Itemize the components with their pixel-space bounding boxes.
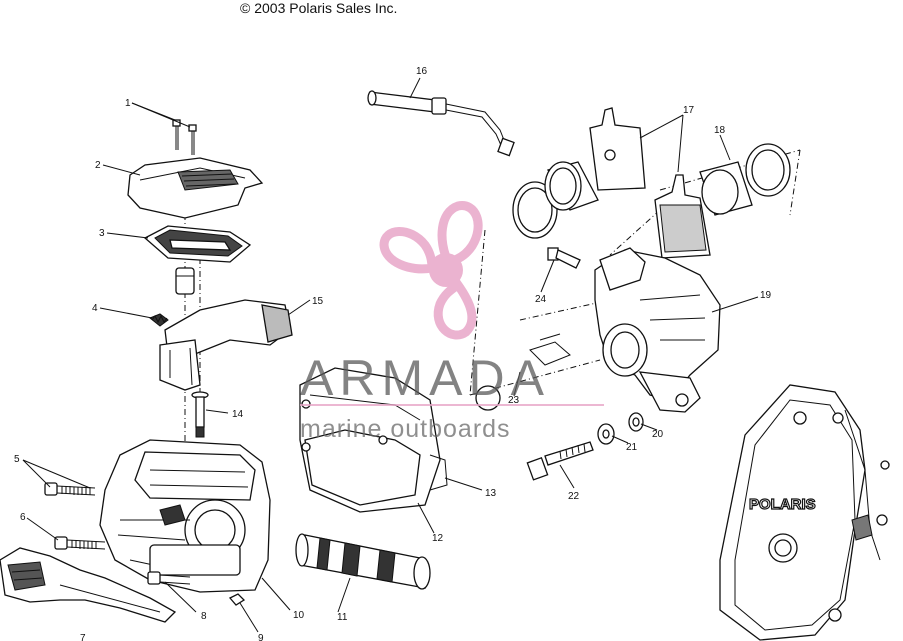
callout-10: 10 (293, 610, 305, 621)
part-24-bleeder (547, 247, 581, 269)
part-11-piston (295, 533, 431, 590)
callout-22: 22 (568, 491, 580, 502)
part-15-lever-bracket (159, 299, 293, 391)
part-19-caliper (475, 247, 721, 413)
part-4-spring (149, 313, 169, 327)
callout-2: 2 (95, 160, 101, 171)
part-17-brake-pads (589, 107, 711, 259)
part-22-bolt (526, 441, 594, 481)
part-7-brake-lever (0, 547, 177, 623)
callout-24: 24 (535, 294, 547, 305)
callout-4: 4 (92, 303, 98, 314)
callout-1: 1 (125, 98, 131, 109)
callout-13: 13 (485, 488, 497, 499)
leader-lines (22, 77, 759, 633)
watermark-brand: ARMADA (300, 350, 550, 406)
callout-15: 15 (312, 296, 324, 307)
part-9-nut (228, 593, 246, 606)
callout-17: 17 (683, 105, 695, 116)
callout-21: 21 (626, 442, 638, 453)
copyright-text: © 2003 Polaris Sales Inc. (240, 0, 397, 16)
callout-12: 12 (432, 533, 444, 544)
callout-20: 20 (652, 429, 664, 440)
piston-seal-rings (512, 161, 599, 239)
part-16-brake-hose (367, 90, 515, 157)
part-20-washer (628, 412, 644, 432)
callout-23: 23 (508, 395, 520, 406)
callout-16: 16 (416, 66, 428, 77)
callout-3: 3 (99, 228, 105, 239)
polaris-logo: POLARIS (749, 496, 816, 513)
part-2-cover (127, 157, 264, 219)
part-1-screws (172, 119, 197, 155)
callout-labels: 1 2 3 4 5 6 7 8 9 10 11 12 13 14 15 16 1… (14, 66, 772, 641)
callout-8: 8 (201, 611, 207, 622)
callout-11: 11 (337, 612, 348, 623)
part-14-pin (191, 391, 209, 438)
chaincase-cover: POLARIS (719, 384, 890, 641)
watermark-tagline: marine outboards (300, 415, 511, 443)
callout-19: 19 (760, 290, 772, 301)
callout-7: 7 (80, 633, 86, 641)
part-6-bolt (54, 536, 106, 550)
part-5-bolt (44, 482, 96, 496)
callout-6: 6 (20, 512, 26, 523)
part-10-master-cylinder-body (99, 439, 271, 593)
part-21-washer (597, 423, 615, 445)
armada-propeller-logo (379, 201, 483, 340)
callout-14: 14 (232, 409, 244, 420)
callout-9: 9 (258, 633, 264, 641)
callout-5: 5 (14, 454, 20, 465)
part-3-diaphragm (143, 225, 252, 295)
callout-18: 18 (714, 125, 726, 136)
part-18-piston (699, 143, 791, 216)
part-23-clip (529, 333, 571, 366)
